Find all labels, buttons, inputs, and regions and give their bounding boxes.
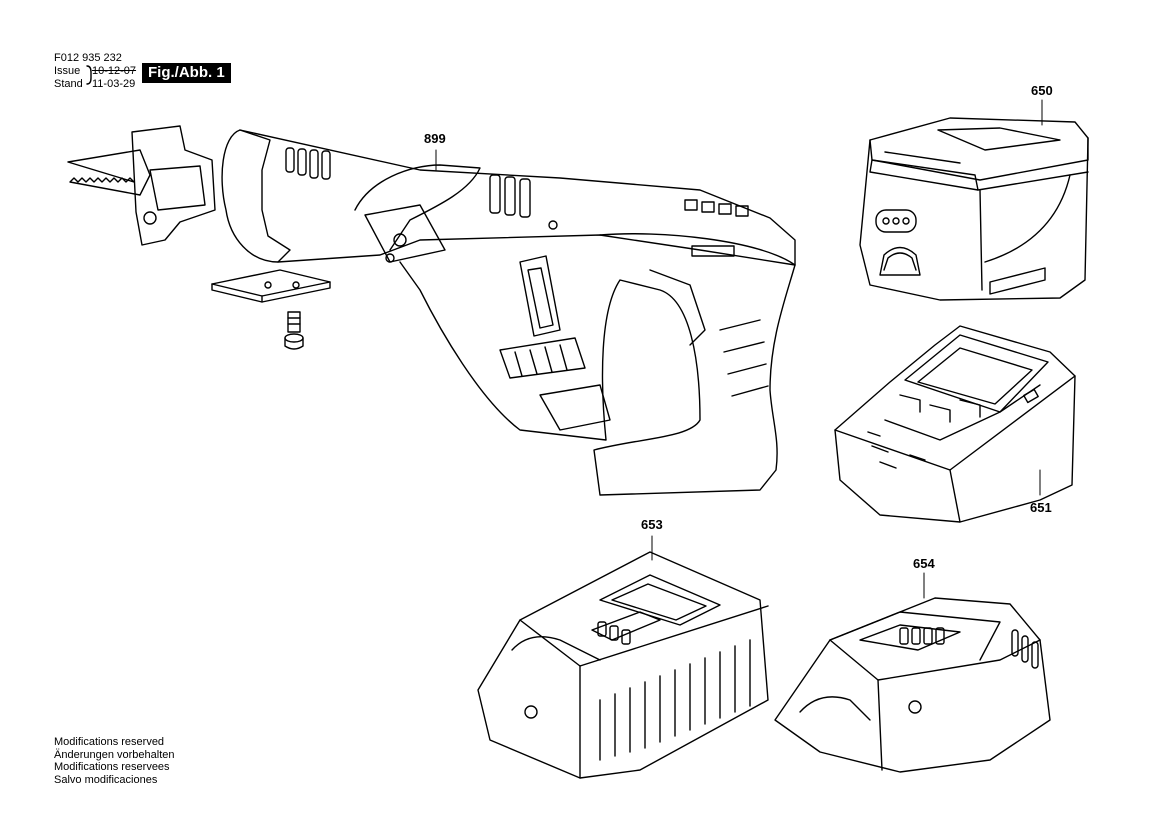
body-screw bbox=[549, 221, 557, 229]
charger-654 bbox=[775, 598, 1050, 772]
modification-notes: Modifications reserved Änderungen vorbeh… bbox=[54, 736, 174, 786]
saw-blade bbox=[68, 150, 150, 195]
issue-date: 10-12-07 bbox=[92, 65, 137, 77]
callout-654: 654 bbox=[913, 556, 935, 571]
note-en: Modifications reserved bbox=[54, 736, 165, 748]
saw-vents-top bbox=[490, 175, 530, 217]
header-bracket bbox=[87, 66, 91, 84]
issue-label: Issue bbox=[54, 65, 81, 77]
charger-653-vents bbox=[600, 640, 750, 760]
hex-screw bbox=[285, 312, 303, 349]
figure-badge: Fig./Abb. 1 bbox=[142, 63, 231, 83]
saw-side-vents bbox=[500, 256, 768, 430]
saw-body-lower bbox=[278, 235, 795, 265]
shoe-pivot bbox=[144, 212, 156, 224]
charger-653 bbox=[478, 552, 768, 778]
note-fr: Modifications reservees bbox=[54, 761, 170, 773]
charger-654-vents bbox=[1012, 630, 1038, 668]
battery-release-latch bbox=[880, 248, 920, 276]
housing-screw bbox=[394, 234, 406, 246]
charger-654-led bbox=[909, 701, 921, 713]
callout-899: 899 bbox=[424, 131, 446, 146]
document-number: F012 935 232 bbox=[54, 52, 122, 64]
stand-label: Stand bbox=[54, 78, 83, 90]
saw-handle bbox=[400, 234, 795, 495]
callout-650: 650 bbox=[1031, 83, 1053, 98]
callout-651: 651 bbox=[1030, 500, 1052, 515]
saw-led-window bbox=[692, 246, 734, 256]
battery-pack-651 bbox=[835, 326, 1075, 522]
note-de: Änderungen vorbehalten bbox=[54, 748, 175, 761]
battery-led-panel bbox=[876, 210, 916, 232]
callout-653: 653 bbox=[641, 517, 663, 532]
saw-rear-buttons bbox=[685, 200, 748, 216]
saw-grip-inner bbox=[650, 270, 705, 345]
reciprocating-saw bbox=[68, 126, 795, 495]
lower-screw bbox=[386, 254, 394, 262]
saw-nose-grip bbox=[222, 130, 290, 262]
charger-654-contacts bbox=[900, 628, 944, 644]
clamp-plate bbox=[212, 270, 330, 302]
saw-shoe bbox=[132, 126, 215, 245]
note-es: Salvo modificaciones bbox=[54, 773, 158, 786]
charger-653-contacts bbox=[598, 622, 630, 644]
saw-motor-housing bbox=[355, 165, 480, 250]
saw-body-top bbox=[240, 130, 795, 265]
saw-vents-front bbox=[286, 148, 330, 179]
battery-pack-650 bbox=[860, 118, 1088, 300]
stand-date: 11-03-29 bbox=[92, 78, 136, 90]
charger-653-led bbox=[525, 706, 537, 718]
